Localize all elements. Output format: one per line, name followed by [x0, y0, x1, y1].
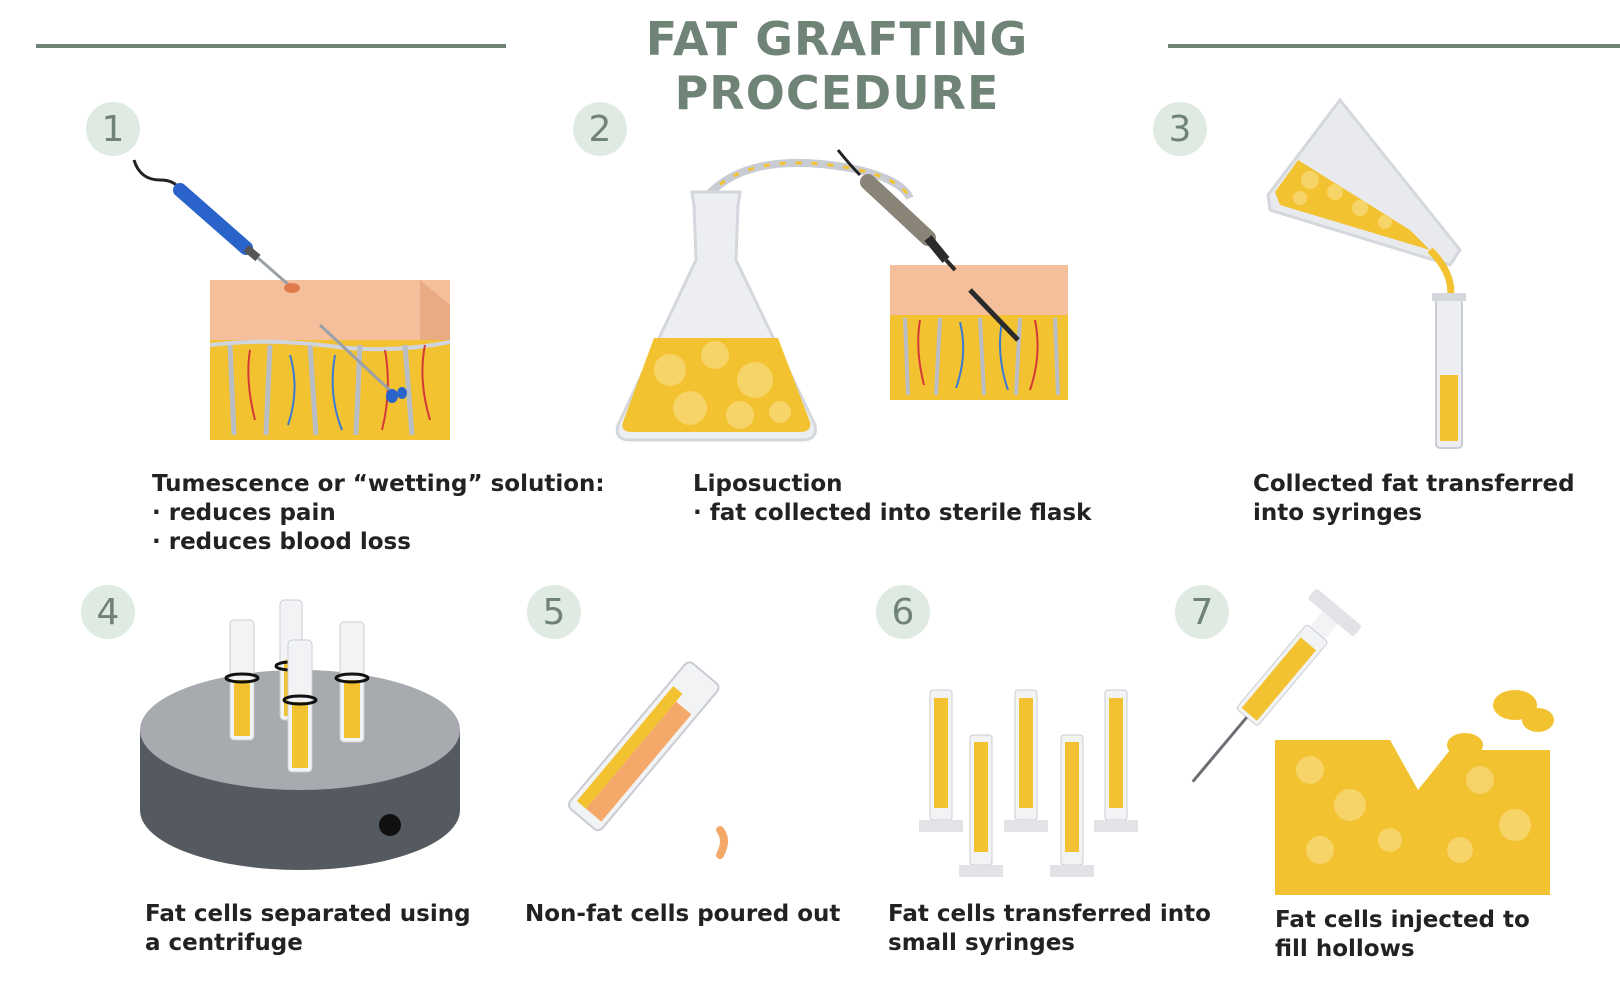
- caption-line: · fat collected into sterile flask: [693, 500, 1092, 526]
- step-caption: Tumescence or “wetting” solution: · redu…: [152, 470, 605, 557]
- caption-line: · reduces blood loss: [152, 529, 411, 555]
- step-caption: Fat cells injected to fill hollows: [1275, 906, 1530, 964]
- caption-line: small syringes: [888, 930, 1075, 956]
- tumescence-illustration: [132, 159, 451, 440]
- title-bar: FAT GRAFTING PROCEDURE: [0, 10, 1620, 120]
- fat-transfer-illustration: [1266, 97, 1466, 449]
- title-rule-right: [1168, 44, 1620, 48]
- caption-line: Fat cells separated using: [145, 901, 471, 927]
- step-caption: Liposuction · fat collected into sterile…: [693, 470, 1091, 528]
- step-caption: Fat cells transferred into small syringe…: [888, 900, 1211, 958]
- caption-line: · reduces pain: [152, 500, 336, 526]
- small-syringes-illustration: [919, 689, 1138, 877]
- step-number-badge: 2: [573, 102, 627, 156]
- caption-line: Collected fat transferred: [1253, 471, 1575, 497]
- caption-line: fill hollows: [1275, 936, 1415, 962]
- step-number-badge: 5: [527, 585, 581, 639]
- step-number-badge: 1: [86, 102, 140, 156]
- step-caption: Non-fat cells poured out: [525, 900, 840, 929]
- centrifuge-illustration: [140, 599, 460, 870]
- step-caption: Fat cells separated using a centrifuge: [145, 900, 471, 958]
- step-number-badge: 6: [876, 585, 930, 639]
- step-caption: Collected fat transferred into syringes: [1253, 470, 1575, 528]
- caption-line: Liposuction: [693, 471, 843, 497]
- pouring-tube-illustration: [568, 661, 728, 859]
- caption-line: Non-fat cells poured out: [525, 901, 841, 927]
- page-title: FAT GRAFTING PROCEDURE: [645, 12, 1029, 120]
- caption-line: Fat cells injected to: [1275, 907, 1530, 933]
- step-number-badge: 4: [81, 585, 135, 639]
- caption-line: Tumescence or “wetting” solution:: [152, 471, 605, 497]
- caption-line: Fat cells transferred into: [888, 901, 1211, 927]
- injection-illustration: [1191, 588, 1554, 895]
- step-number-badge: 7: [1175, 585, 1229, 639]
- caption-line: into syringes: [1253, 500, 1423, 526]
- title-rule-left: [36, 44, 506, 48]
- step-number-badge: 3: [1153, 102, 1207, 156]
- caption-line: a centrifuge: [145, 930, 303, 956]
- liposuction-illustration: [615, 149, 1068, 442]
